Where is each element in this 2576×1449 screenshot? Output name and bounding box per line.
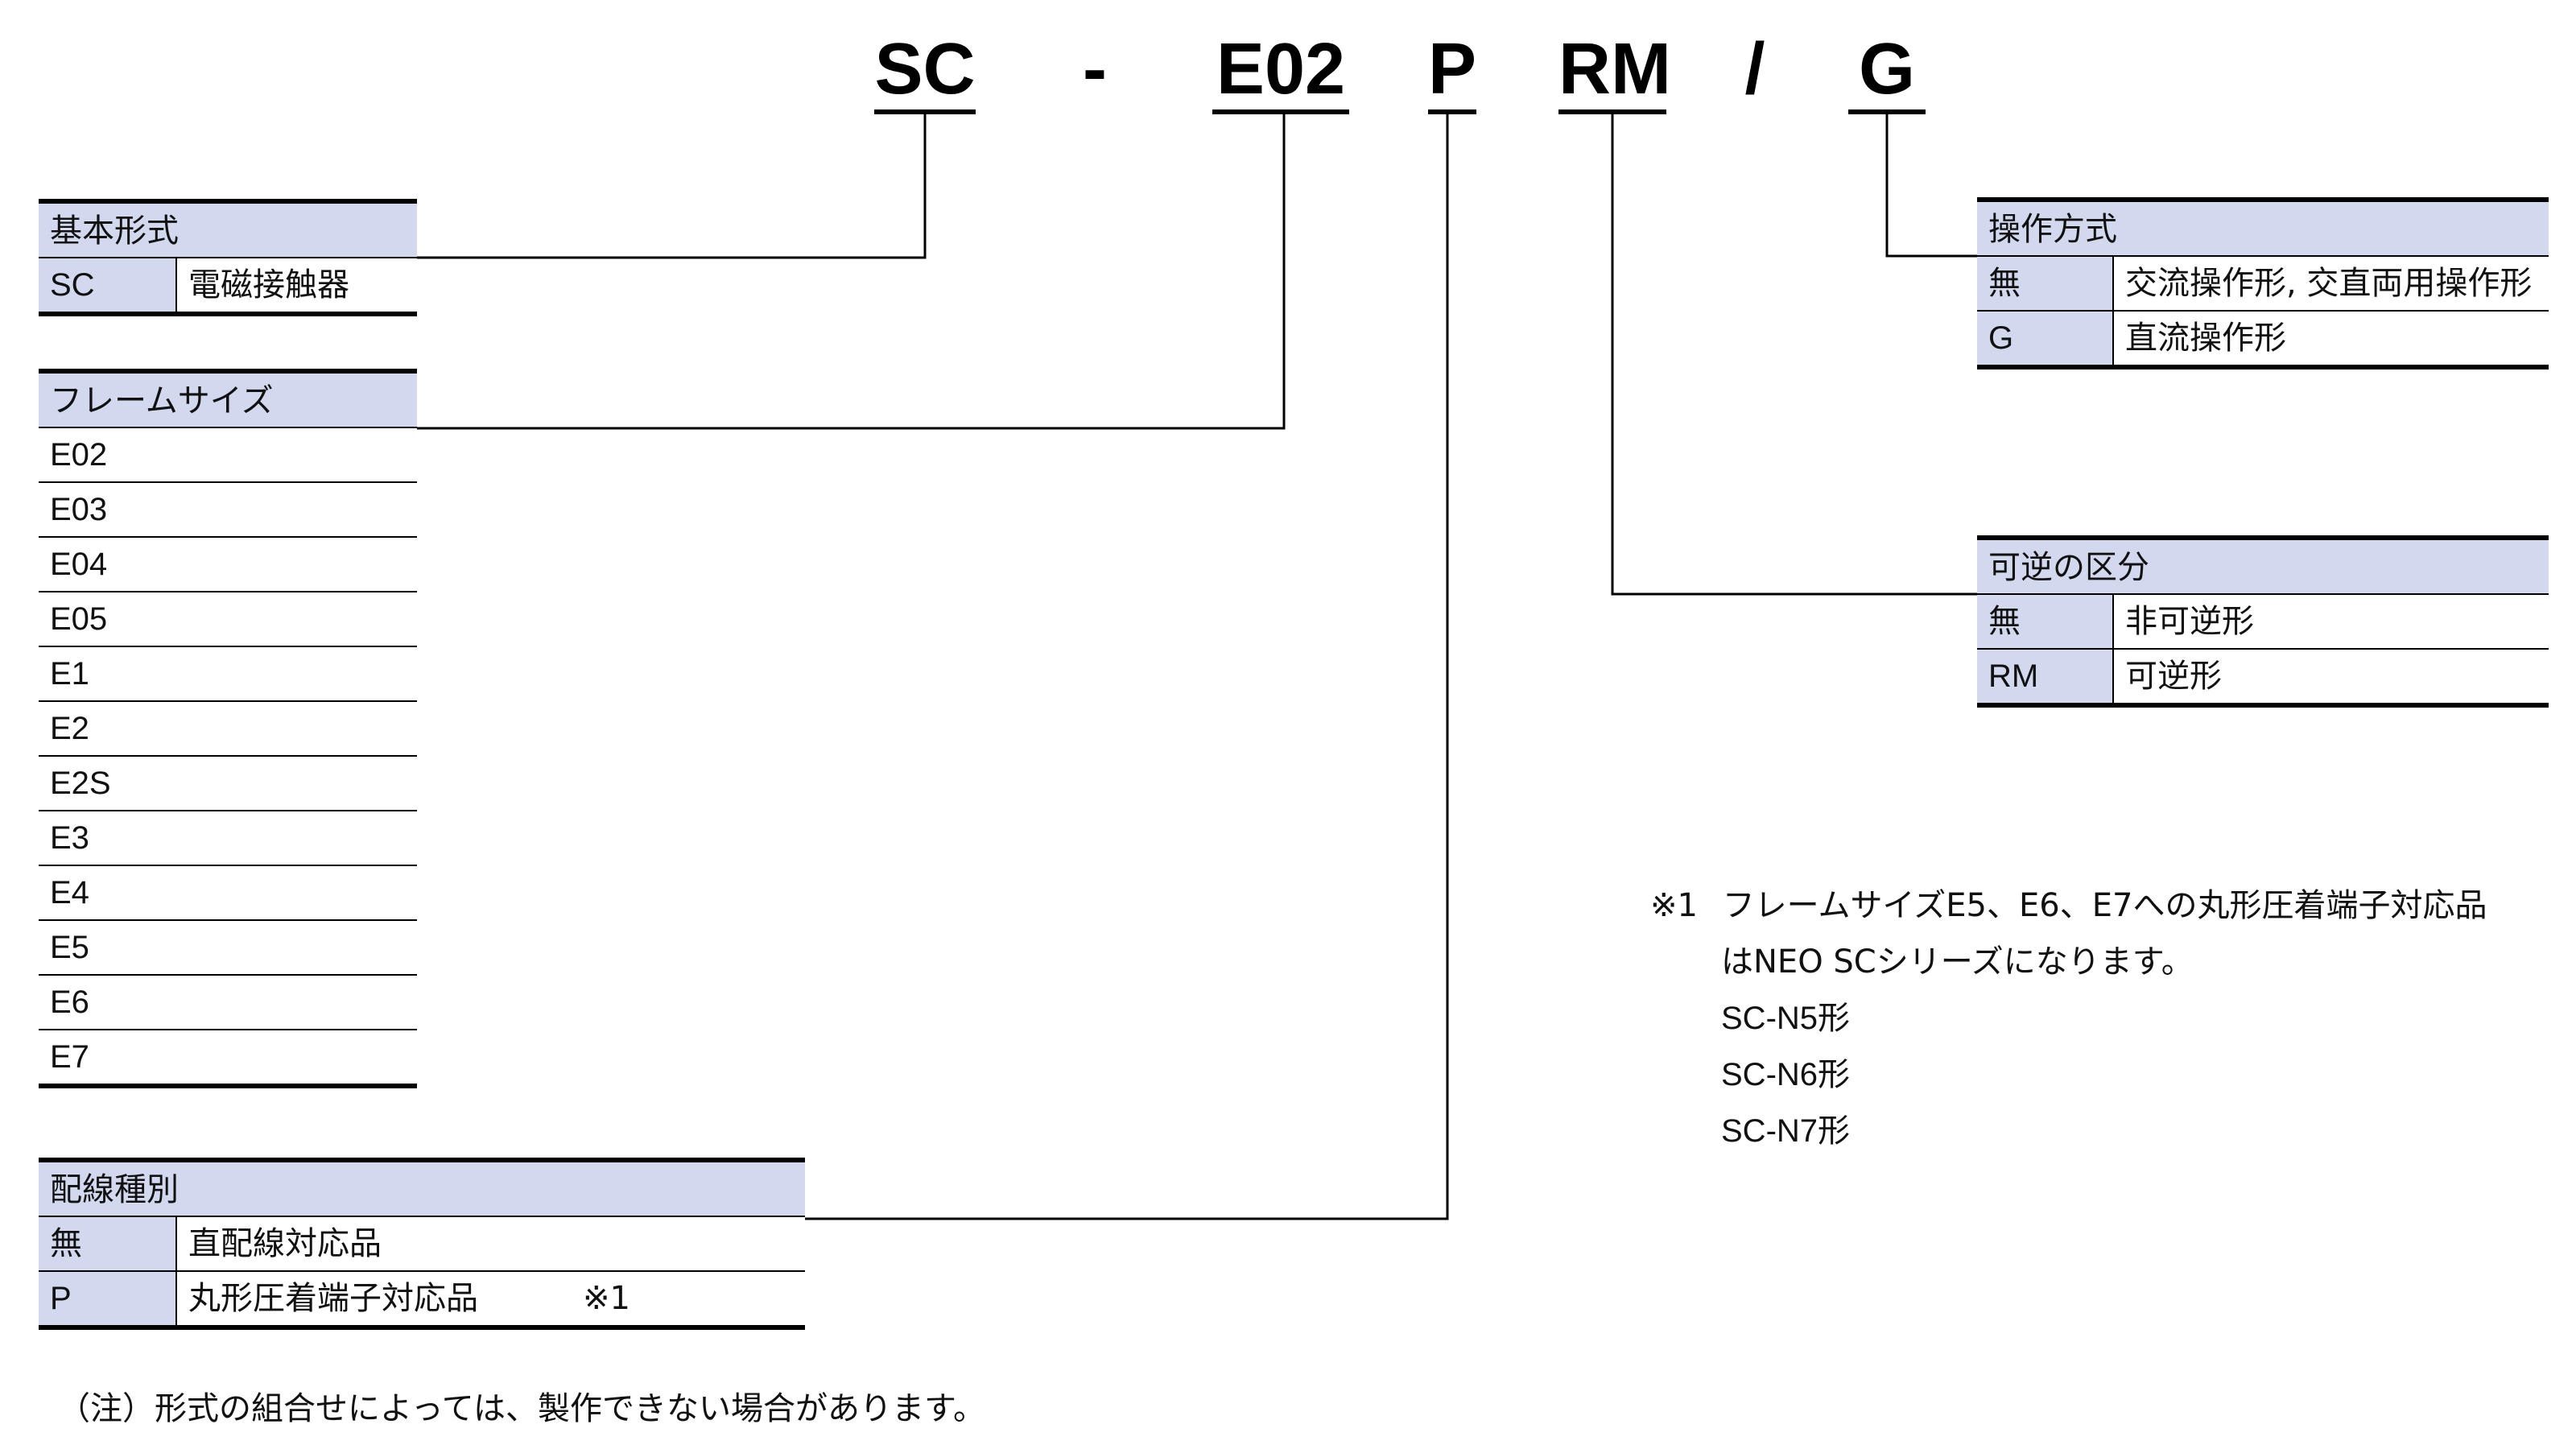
footnote-model: SC-N7形 [1721, 1113, 1851, 1149]
reversibility-table: 可逆の区分 無 非可逆形 RM 可逆形 [1977, 535, 2549, 708]
frame-size-item: E3 [50, 820, 89, 856]
wiring-type-value-cell: 丸形圧着端子対応品 ※1 [177, 1272, 805, 1325]
footnote-model: SC-N6形 [1721, 1057, 1851, 1092]
wiring-type-title: 配線種別 [39, 1162, 805, 1217]
table-row: E03 [39, 483, 417, 538]
table-row: E1 [39, 647, 417, 702]
basic-type-key: SC [39, 258, 177, 312]
frame-size-item: E6 [50, 985, 89, 1020]
footnote-line: ※1 フレームサイズE5、E6、E7への丸形圧着端子対応品 [1650, 877, 2487, 934]
code-segment-operation-method: G [1848, 29, 1926, 114]
footnote-reference: ※1 [583, 1280, 630, 1317]
frame-size-item: E2 [50, 711, 89, 746]
table-row: E02 [39, 428, 417, 483]
frame-size-item: E03 [50, 492, 108, 527]
footnote-text: はNEO SCシリーズになります。 [1721, 943, 2194, 980]
table-row: E2 [39, 702, 417, 757]
code-segment-frame-size: E02 [1212, 29, 1349, 114]
code-separator-slash: / [1744, 29, 1765, 109]
wiring-type-table: 配線種別 無 直配線対応品 P 丸形圧着端子対応品 ※1 [39, 1158, 805, 1330]
table-row: 無 非可逆形 [1977, 595, 2549, 650]
operation-method-title: 操作方式 [1977, 202, 2549, 257]
table-row: P 丸形圧着端子対応品 ※1 [39, 1272, 805, 1325]
connector-frame-size [417, 109, 1286, 430]
operation-method-value: 直流操作形 [2125, 320, 2286, 357]
table-row: E5 [39, 921, 417, 976]
frame-size-item: E05 [50, 601, 108, 637]
table-row: E4 [39, 866, 417, 921]
reversibility-key: 無 [1977, 595, 2114, 648]
code-segment-wiring-type: P [1428, 29, 1476, 114]
operation-method-key: 無 [1977, 257, 2114, 310]
code-segment-basic-type: SC [874, 29, 976, 114]
operation-method-key: G [1977, 312, 2114, 365]
footnote: ※1 フレームサイズE5、E6、E7への丸形圧着端子対応品 はNEO SCシリー… [1650, 877, 2487, 1159]
reversibility-title: 可逆の区分 [1977, 540, 2549, 595]
bottom-note: （注）形式の組合せによっては、製作できない場合があります。 [58, 1390, 985, 1427]
wiring-type-key: 無 [39, 1217, 177, 1270]
reversibility-key: RM [1977, 650, 2114, 703]
frame-size-item: E2S [50, 766, 111, 801]
reversibility-value: 非可逆形 [2125, 603, 2254, 640]
reversibility-value: 可逆形 [2125, 658, 2222, 695]
footnote-text: フレームサイズE5、E6、E7への丸形圧着端子対応品 [1722, 887, 2487, 924]
operation-method-table: 操作方式 無 交流操作形, 交直両用操作形 G 直流操作形 [1977, 197, 2549, 369]
table-row: E3 [39, 811, 417, 866]
table-row: E6 [39, 976, 417, 1030]
frame-size-item: E02 [50, 437, 108, 473]
frame-size-item: E7 [50, 1039, 89, 1075]
connector-operation-method [1885, 109, 1977, 258]
frame-size-item: E4 [50, 875, 89, 910]
frame-size-table: フレームサイズ E02 E03 E04 E05 E1 E2 E2S E3 E4 … [39, 369, 417, 1088]
connector-reversibility [1611, 109, 1977, 596]
table-row: RM 可逆形 [1977, 650, 2549, 703]
connector-wiring-type [805, 109, 1449, 1220]
table-row: E7 [39, 1030, 417, 1084]
frame-size-item: E5 [50, 930, 89, 965]
table-row: 無 交流操作形, 交直両用操作形 [1977, 257, 2549, 312]
table-row: E05 [39, 592, 417, 647]
frame-size-title: フレームサイズ [39, 374, 417, 428]
table-row: G 直流操作形 [1977, 312, 2549, 365]
table-row: E04 [39, 538, 417, 592]
operation-method-value: 交流操作形, 交直両用操作形 [2125, 265, 2533, 302]
table-row: 無 直配線対応品 [39, 1217, 805, 1272]
basic-type-title: 基本形式 [39, 204, 417, 258]
footnote-mark: ※1 [1650, 887, 1698, 924]
frame-size-item: E1 [50, 656, 89, 691]
table-row: SC 電磁接触器 [39, 258, 417, 312]
wiring-type-key: P [39, 1272, 177, 1325]
footnote-model: SC-N5形 [1721, 1001, 1851, 1036]
wiring-type-value: 直配線対応品 [188, 1225, 382, 1262]
code-segment-reversibility: RM [1558, 29, 1671, 114]
frame-size-item: E04 [50, 547, 108, 582]
code-separator-dash: - [1083, 29, 1107, 109]
connector-basic-type [417, 109, 927, 259]
wiring-type-value: 丸形圧着端子対応品 [188, 1280, 478, 1317]
table-row: E2S [39, 757, 417, 811]
basic-type-value: 電磁接触器 [188, 266, 349, 303]
basic-type-table: 基本形式 SC 電磁接触器 [39, 199, 417, 316]
